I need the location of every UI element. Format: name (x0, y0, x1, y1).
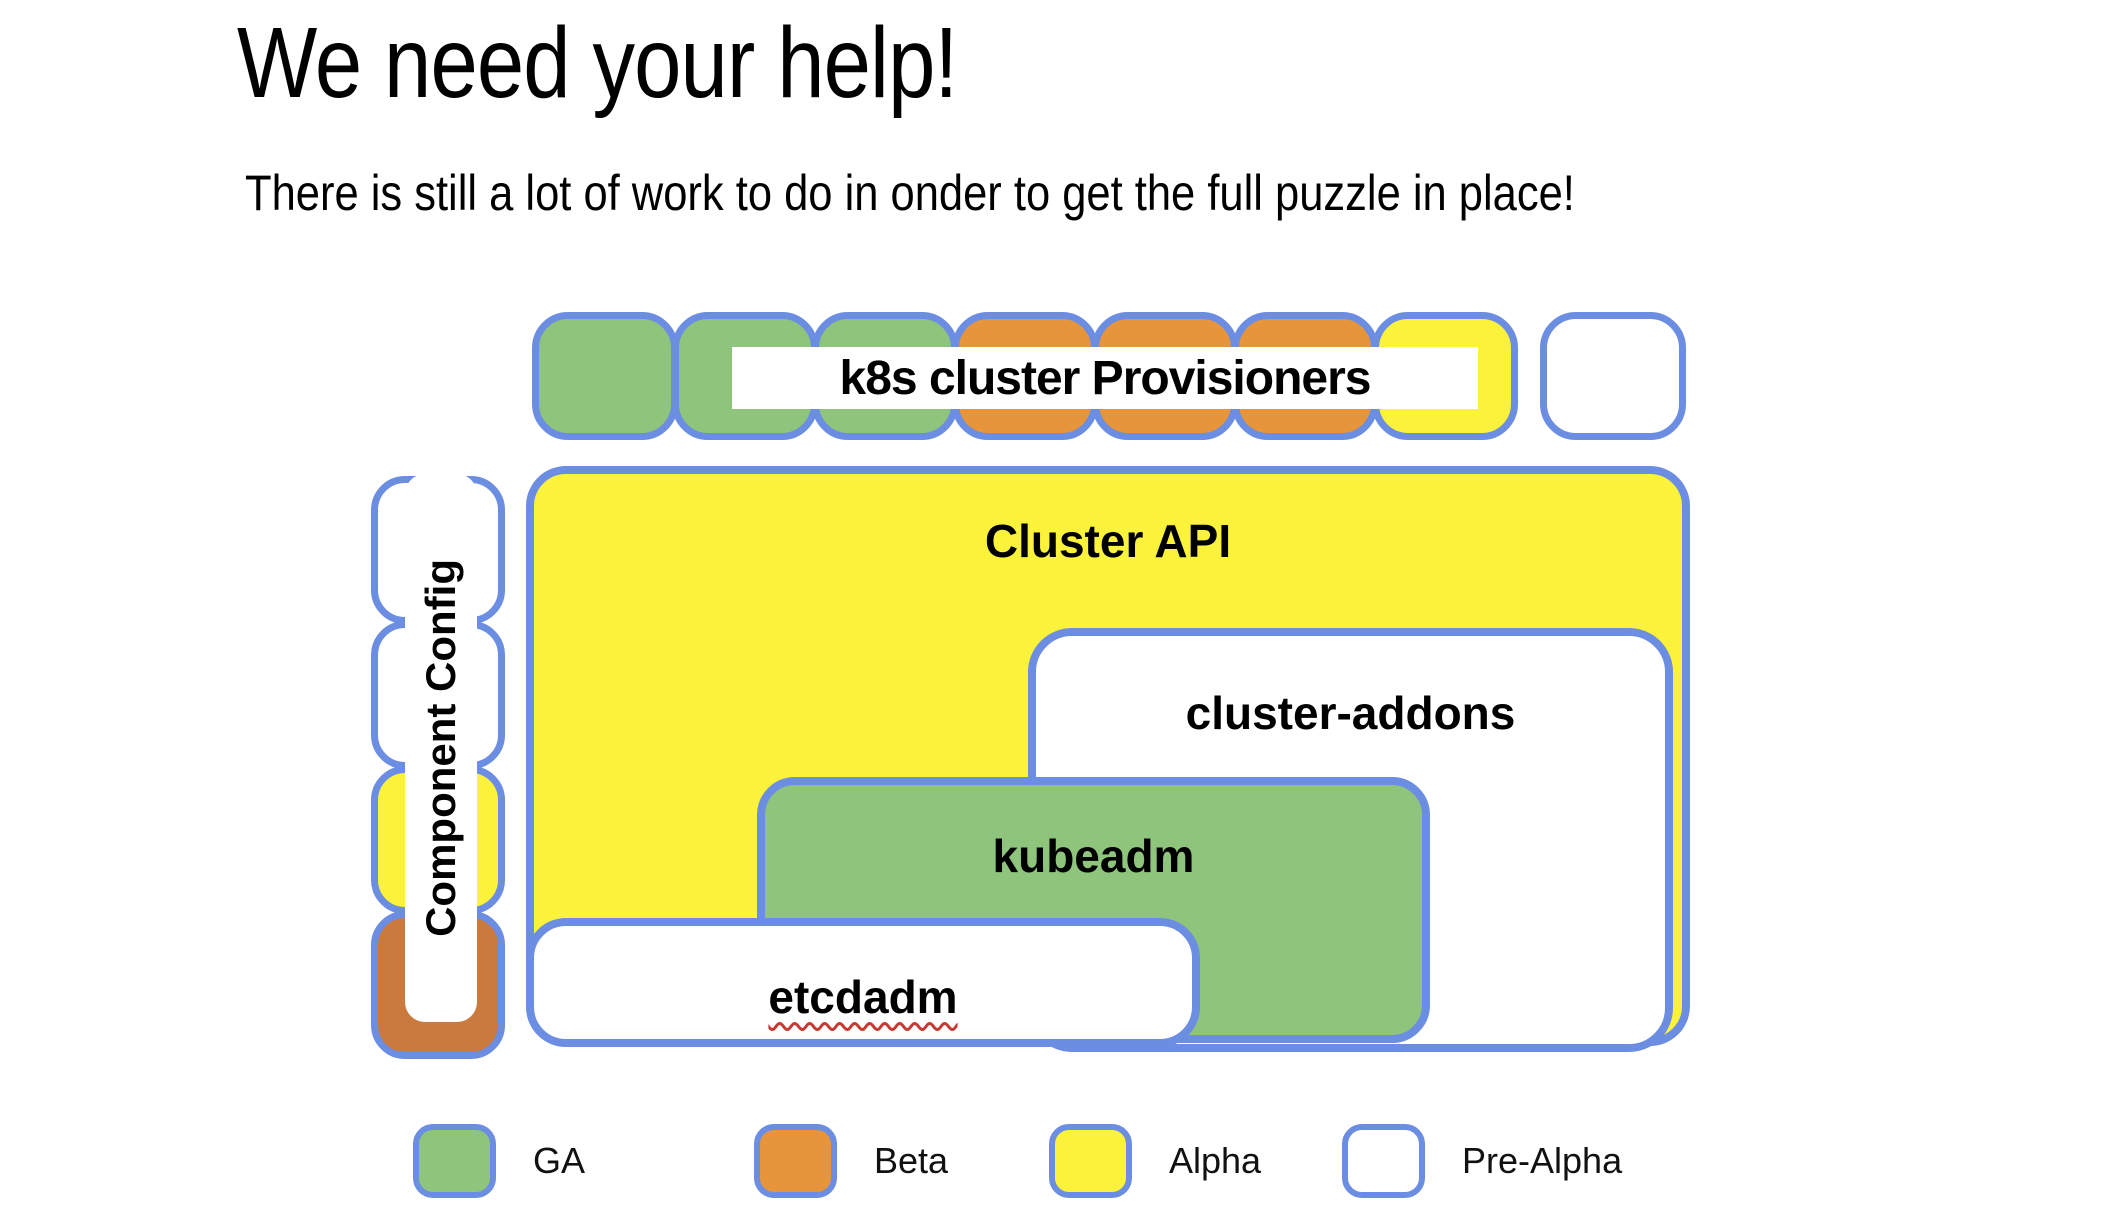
provisioners-label-bar: k8s cluster Provisioners (732, 347, 1478, 409)
etcdadm-label-text: etcdadm (768, 971, 958, 1023)
ga-swatch (413, 1124, 496, 1198)
cluster-addons-label: cluster-addons (1185, 687, 1516, 739)
ga-label: GA (533, 1140, 586, 1181)
box-etcdadm: etcdadm (526, 918, 1200, 1047)
provisioner-square-8-pre_alpha (1540, 312, 1686, 440)
cluster-api-label: Cluster API (984, 515, 1232, 567)
provisioner-square-1-ga (532, 312, 678, 440)
pre-alpha-swatch (1342, 1124, 1425, 1198)
alpha-swatch (1049, 1124, 1132, 1198)
beta-swatch (754, 1124, 837, 1198)
etcdadm-label: etcdadm (534, 970, 1192, 1024)
page-subtitle: There is still a lot of work to do in on… (245, 165, 1575, 221)
legend-item-alpha: Alpha (1049, 1124, 1261, 1198)
alpha-label: Alpha (1169, 1140, 1262, 1181)
legend-item-beta: Beta (754, 1124, 948, 1198)
kubeadm-label: kubeadm (992, 830, 1195, 882)
component-config-label-bar: Component Config (405, 474, 477, 1022)
beta-label: Beta (874, 1140, 949, 1181)
pre-alpha-label: Pre-Alpha (1462, 1140, 1623, 1181)
component-config-label: Component Config (417, 559, 464, 937)
legend-item-ga: GA (413, 1124, 585, 1198)
page-title: We need your help! (237, 7, 958, 119)
legend-item-pre-alpha: Pre-Alpha (1342, 1124, 1622, 1198)
provisioners-label: k8s cluster Provisioners (839, 351, 1372, 405)
